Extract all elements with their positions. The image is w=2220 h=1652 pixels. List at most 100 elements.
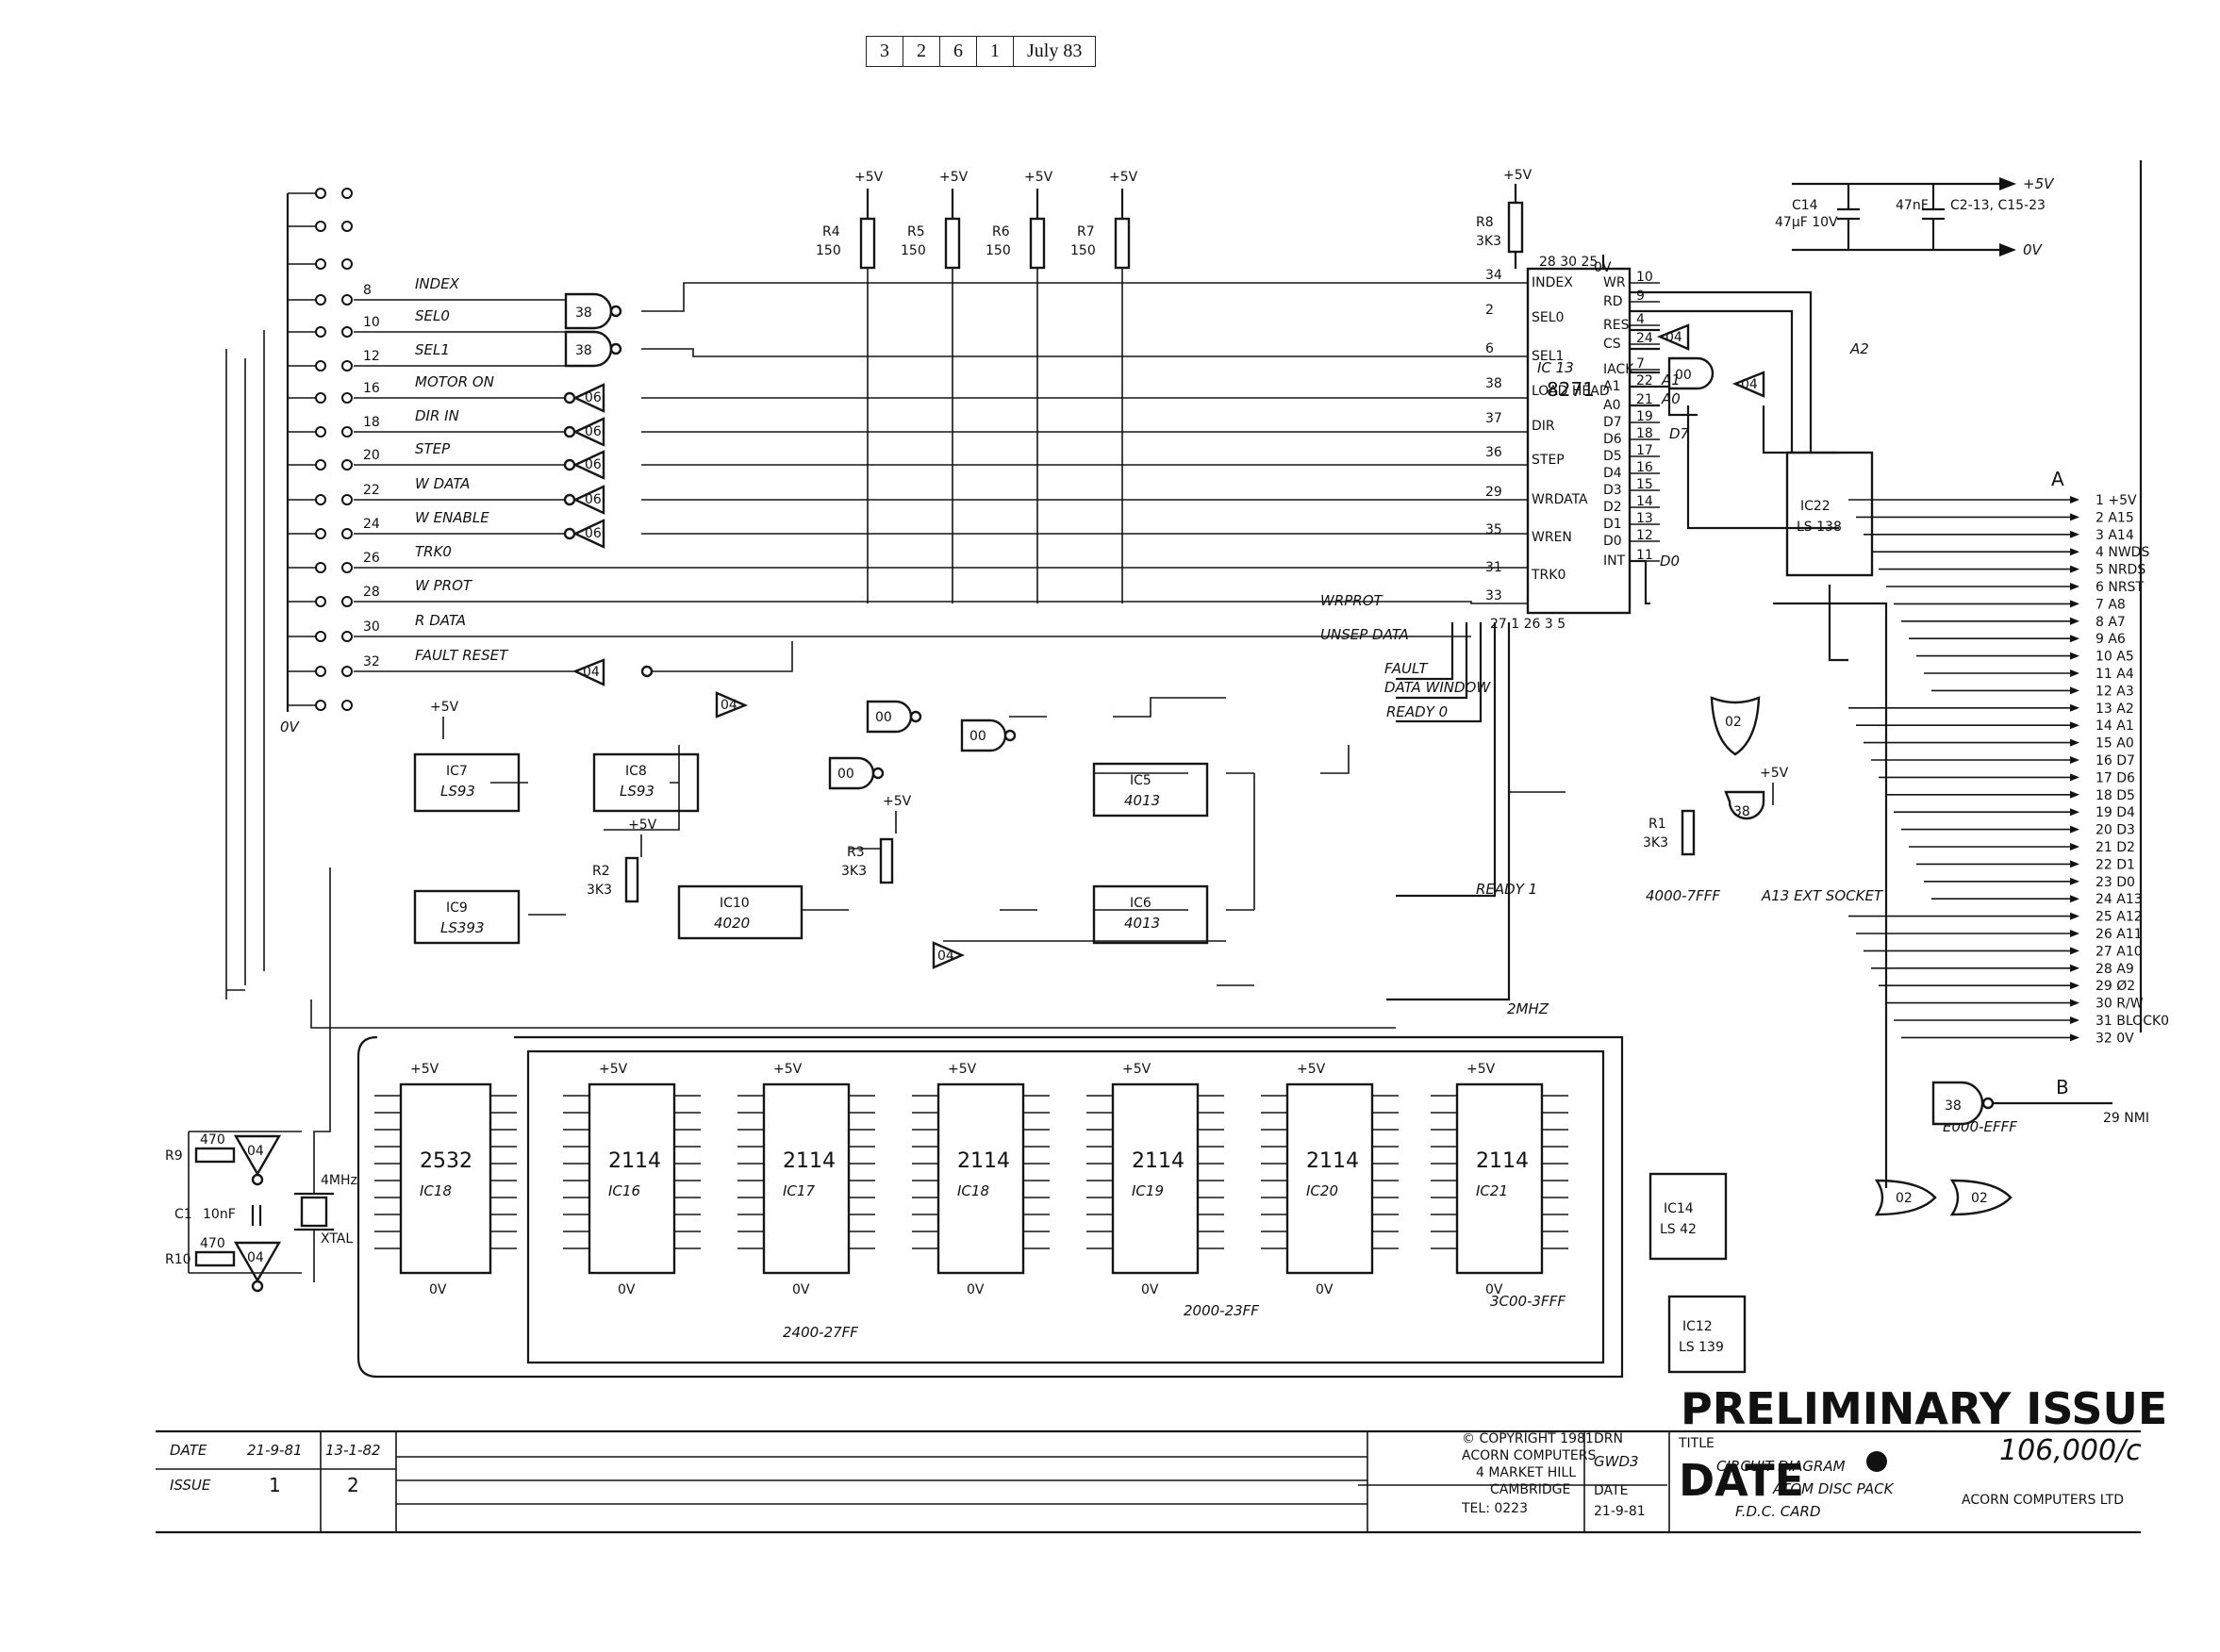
memory-chip-ic: IC17 (783, 1182, 815, 1199)
nmi-gate-type: 38 (1945, 1099, 1962, 1114)
inverter-06 (572, 417, 605, 447)
bus-pin-arrow (2070, 1033, 2079, 1042)
bus-pin-arrow (2070, 982, 2079, 990)
stamp-preliminary: PRELIMINARY ISSUE (1681, 1383, 2167, 1434)
ready0-label: READY 0 (1386, 703, 1448, 720)
fdc-pin-number: 34 (1485, 268, 1502, 283)
gate-bubble (609, 305, 622, 318)
inverter-04 (572, 658, 605, 686)
memory-supply: +5V (1466, 1062, 1496, 1077)
fdc-pin-name: RD (1603, 294, 1623, 309)
bus-pin-label: 7 A8 (2096, 597, 2126, 612)
bus-pin-label: 16 D7 (2096, 753, 2135, 768)
copyright-5: TEL: 0223 (1461, 1501, 1528, 1516)
decoder-chip-part: LS 42 (1660, 1222, 1697, 1237)
memory-chip (936, 1082, 1025, 1275)
fdc-pin-number: 22 (1636, 373, 1653, 388)
connector-pin-number: 8 (363, 283, 372, 298)
clock-feed (225, 330, 265, 999)
c14-value: 47µF 10V (1775, 215, 1838, 230)
wrprot-label: WRPROT (1320, 592, 1384, 609)
supply-0v: 0V (2023, 241, 2044, 258)
gate-type: 04 (247, 1144, 264, 1159)
connector-pin (315, 459, 326, 471)
gate-type: 00 (1675, 368, 1692, 383)
connector-pin (315, 700, 326, 711)
power-decoupling: C14 47µF 10V 47nF C2-13, C15-23 +5V 0V (1775, 175, 2055, 258)
connector-pin-number: 20 (363, 448, 380, 463)
bus-pin-arrow (2070, 860, 2079, 868)
fdc-bottom-pins: 27 1 26 3 5 (1490, 617, 1566, 632)
supply-label: +5V (430, 700, 459, 715)
resistor-name: R6 (992, 224, 1010, 240)
bus-pin-label: 31 BLOCK0 (2096, 1014, 2169, 1029)
gate-type: 00 (837, 767, 854, 782)
fdc-pin-name: A0 (1603, 398, 1620, 413)
gate-type: 04 (937, 949, 954, 964)
fdc-pin-number: 2 (1485, 303, 1494, 318)
issue-row-label: ISSUE (170, 1477, 211, 1494)
fdc-pin-number: 16 (1636, 460, 1653, 475)
fdc-pin-number: 33 (1485, 588, 1502, 603)
connector-pin (315, 528, 326, 539)
a0-label: A0 (1661, 390, 1681, 407)
bus-pin-arrow (2070, 912, 2079, 920)
copyright-4: CAMBRIDGE (1490, 1482, 1570, 1497)
memory-chip-part: 2114 (608, 1149, 661, 1173)
gate-type: 38 (575, 306, 592, 321)
supply-label: +5V (628, 818, 657, 833)
connector-pin (341, 326, 353, 338)
resistor-value: 3K3 (1643, 835, 1668, 851)
data-separator-logic: IC7LS93IC8LS93IC9LS393IC104020IC54013IC6… (226, 697, 1566, 1029)
fdc-pin-name: D2 (1603, 500, 1622, 515)
gate-type: 02 (1725, 715, 1742, 730)
logic-chip-part: 4013 (1124, 915, 1160, 932)
bus-pin-label: 21 D2 (2096, 840, 2135, 855)
fdc-pin-name: DIR (1532, 419, 1555, 434)
bus-pin-label: 20 D3 (2096, 823, 2135, 838)
inverter-04 (715, 691, 749, 719)
r9-body (194, 1147, 236, 1164)
bus-pin-arrow (2070, 843, 2079, 851)
bus-pin-arrow (2070, 583, 2079, 590)
logic-chip-part: LS93 (440, 783, 475, 800)
bus-pin-label: 13 A2 (2096, 702, 2134, 717)
bus-pin-label: 3 A14 (2096, 528, 2134, 543)
fdc-pin-name: INT (1603, 553, 1626, 569)
bus-pin-arrow (2070, 790, 2079, 799)
ref-cell: 3 (867, 37, 903, 66)
drawn-value: GWD3 (1594, 1453, 1639, 1470)
bus-connector-label: A (2051, 468, 2064, 490)
connector-pin (341, 666, 353, 677)
resistor-value: 150 (986, 243, 1011, 258)
memory-chip (1111, 1082, 1200, 1275)
date2-value: 21-9-81 (1594, 1504, 1646, 1519)
r10-body (194, 1250, 236, 1267)
date-row-label: DATE (170, 1442, 207, 1459)
memory-gnd: 0V (967, 1282, 985, 1297)
memory-gnd: 0V (618, 1282, 636, 1297)
bus-pin-label: 4 NWDS (2096, 545, 2149, 560)
connector-pin (315, 221, 326, 232)
ext-socket-note: A13 EXT SOCKET (1761, 887, 1884, 904)
connector-signal-name: SEL1 (415, 341, 450, 358)
memory-supply: +5V (1297, 1062, 1326, 1077)
fdc-bus-labels: WRPROT UNSEP DATA FAULT DATA WINDOW READ… (1320, 290, 1869, 1017)
stamp-date: DATE (1679, 1455, 1804, 1506)
logic-chip-part: LS393 (440, 919, 485, 936)
connector-pin (341, 360, 353, 372)
gate-type: 06 (585, 390, 602, 405)
bus-pin-label: 9 A6 (2096, 632, 2126, 647)
bus-pin-arrow (2070, 825, 2079, 834)
fdc-pin-name: SEL0 (1532, 310, 1564, 325)
memory-supply: +5V (948, 1062, 977, 1077)
gate-type: 06 (585, 526, 602, 541)
memory-chip-ic: IC19 (1132, 1182, 1164, 1199)
nand-gate-00 (1667, 356, 1715, 390)
bus-pin-label: 15 A0 (2096, 736, 2134, 752)
xtal-frequency: 4MHz (321, 1173, 357, 1188)
copyright-2: ACORN COMPUTERS (1462, 1448, 1596, 1463)
memory-chip (762, 1082, 851, 1275)
